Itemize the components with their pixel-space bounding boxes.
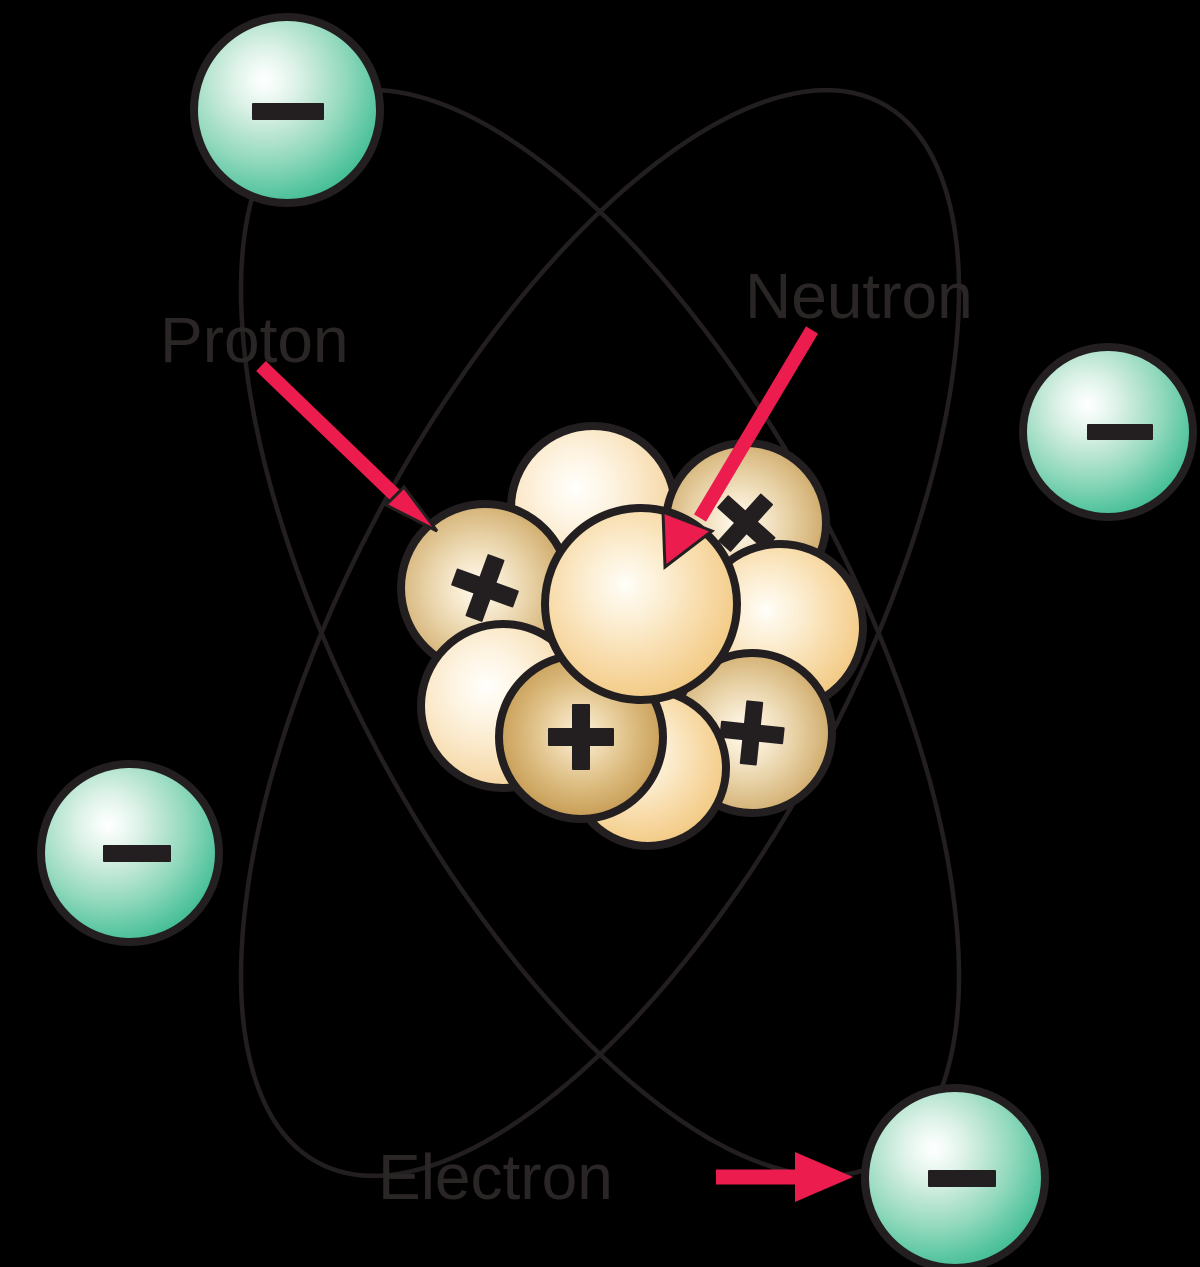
minus-sign-icon <box>103 845 171 862</box>
minus-sign-icon <box>1087 424 1153 440</box>
label-proton: Proton <box>160 304 349 376</box>
nucleon-neutron-center <box>541 504 741 704</box>
neutron-arrow <box>661 326 819 570</box>
plus-sign-icon <box>548 704 614 770</box>
electron-bottom-left <box>37 760 223 946</box>
proton-arrow <box>256 360 439 533</box>
electron-arrow <box>716 1152 853 1202</box>
electron-group <box>37 13 1197 1267</box>
plus-sign-icon <box>451 554 519 622</box>
plus-sign-icon <box>717 493 776 552</box>
minus-sign-icon <box>928 1170 996 1187</box>
nucleus-group <box>397 422 867 850</box>
electron-top-left <box>190 13 384 207</box>
plus-sign-icon <box>719 700 785 766</box>
label-neutron: Neutron <box>745 260 973 332</box>
arrow-group <box>256 326 853 1202</box>
label-electron: Electron <box>378 1141 613 1213</box>
label-group: Proton Neutron Electron <box>160 260 973 1213</box>
minus-sign-icon <box>252 103 324 120</box>
electron-bottom-right <box>861 1084 1049 1267</box>
electron-right <box>1019 343 1197 521</box>
